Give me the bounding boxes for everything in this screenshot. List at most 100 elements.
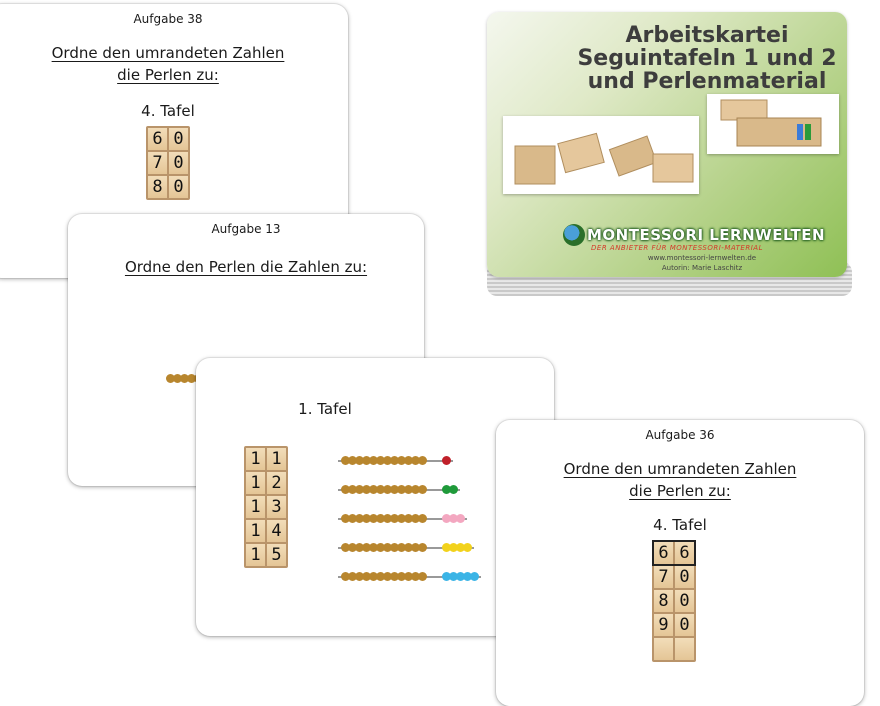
bead-ten: [383, 543, 392, 552]
bead-ten: [418, 572, 427, 581]
bead-box-illustration: [720, 99, 822, 147]
card-heading: Ordne den Perlen die Zahlen zu:: [68, 256, 424, 278]
tile-digit: 0: [675, 590, 694, 612]
bead-ten: [376, 514, 385, 523]
tile-digit: 6: [654, 542, 673, 564]
bead-ten: [341, 514, 350, 523]
bead-ten: [390, 572, 399, 581]
bead-ten: [397, 572, 406, 581]
bead-ten: [355, 485, 364, 494]
card-heading: Ordne den umrandeten Zahlen die Perlen z…: [496, 458, 864, 502]
card-number: Aufgabe 13: [211, 222, 281, 236]
bead-ten: [418, 485, 427, 494]
bead-ten: [369, 543, 378, 552]
bead-ten: [383, 572, 392, 581]
bead-ten: [376, 572, 385, 581]
tile-digit-empty: [675, 638, 694, 660]
bead-unit: [442, 456, 451, 465]
tile-digit: 8: [148, 176, 167, 198]
bead-ten: [173, 374, 182, 383]
website: www.montessori-lernwelten.de: [647, 254, 757, 262]
bead-ten: [390, 543, 399, 552]
bead-ten: [369, 572, 378, 581]
bead-ten: [404, 572, 413, 581]
bead-ten: [369, 456, 378, 465]
tile-digit: 7: [148, 152, 167, 174]
bead-unit: [442, 543, 451, 552]
bead-ten: [418, 514, 427, 523]
card-heading: Ordne den umrandeten Zahlen die Perlen z…: [0, 42, 348, 86]
bead-unit: [456, 543, 465, 552]
bead-ten: [418, 456, 427, 465]
box-title-line-3: und Perlenmaterial: [587, 69, 827, 94]
box-title-line-2: Seguintafeln 1 und 2: [577, 46, 837, 71]
bead-ten: [362, 514, 371, 523]
card-box: Arbeitskartei Seguintafeln 1 und 2 und P…: [487, 12, 852, 297]
bead-ten: [418, 543, 427, 552]
tafel-label: 4. Tafel: [141, 102, 195, 120]
tafel-label: 4. Tafel: [653, 516, 707, 534]
bead-unit: [463, 572, 472, 581]
tile-digit-empty: [654, 638, 673, 660]
bead-ten: [348, 485, 357, 494]
wooden-boxes-illustration: [514, 132, 694, 185]
bead-ten: [362, 543, 371, 552]
tile-digit: 2: [267, 472, 286, 494]
bead-ten: [383, 485, 392, 494]
bead-ten: [390, 456, 399, 465]
bead-ten: [348, 514, 357, 523]
bead-ten: [341, 456, 350, 465]
bead-ten: [355, 456, 364, 465]
box-title: Arbeitskartei Seguintafeln 1 und 2 und P…: [577, 24, 837, 93]
tile-digit: 0: [169, 128, 188, 150]
heading-line-2: die Perlen zu:: [629, 482, 731, 500]
tile-digit: 0: [675, 614, 694, 636]
tile-digit: 1: [246, 520, 265, 542]
heading-line-2: die Perlen zu:: [117, 66, 219, 84]
bead-ten: [383, 514, 392, 523]
tile-digit: 1: [246, 448, 265, 470]
heading-line-1: Ordne den Perlen die Zahlen zu:: [124, 258, 368, 276]
bead-unit: [449, 572, 458, 581]
bead-unit: [449, 543, 458, 552]
bead-unit: [442, 485, 451, 494]
tafel-label: 1. Tafel: [298, 400, 352, 418]
bead-ten: [411, 543, 420, 552]
bead-ten: [397, 543, 406, 552]
bead-ten: [180, 374, 189, 383]
bead-ten: [348, 543, 357, 552]
tile-digit: 4: [267, 520, 286, 542]
bead-ten: [411, 485, 420, 494]
card-aufgabe-36: Aufgabe 36 Ordne den umrandeten Zahlen d…: [496, 420, 864, 706]
card-number: Aufgabe 36: [645, 428, 715, 442]
bead-ten: [404, 543, 413, 552]
bead-ten: [166, 374, 175, 383]
bead-unit: [449, 514, 458, 523]
box-title-line-1: Arbeitskartei: [625, 23, 789, 48]
bead-ten: [348, 572, 357, 581]
bead-ten: [397, 485, 406, 494]
tile-digit: 6: [675, 542, 694, 564]
bead-ten: [341, 543, 350, 552]
bead-unit: [463, 543, 472, 552]
bead-ten: [397, 514, 406, 523]
tile-digit: 3: [267, 496, 286, 518]
bead-ten: [341, 572, 350, 581]
empty-tile: [654, 638, 694, 660]
tile-digit: 1: [246, 544, 265, 566]
bead-ten: [355, 543, 364, 552]
bead-ten: [362, 572, 371, 581]
